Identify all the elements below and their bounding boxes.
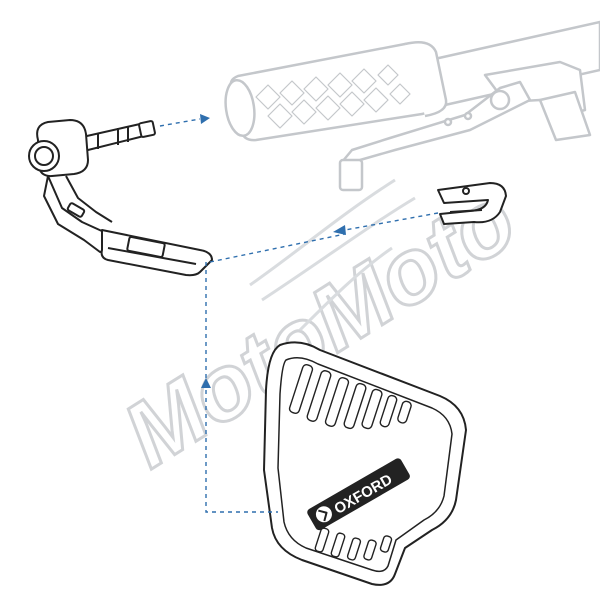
guide-bar-to-shield-horizontal bbox=[209, 233, 346, 263]
brake-lever bbox=[338, 60, 592, 192]
guide-arrowheads bbox=[200, 114, 346, 388]
vent-slots-top bbox=[288, 364, 412, 430]
hand-guard-shield: OXFORD bbox=[263, 341, 467, 586]
vent-slots-bottom bbox=[314, 527, 393, 561]
guide-bar-to-shield-vertical bbox=[205, 262, 278, 513]
arrow-up-icon bbox=[201, 378, 211, 388]
guide-spindle-to-grip bbox=[159, 118, 201, 127]
clamp-insert bbox=[437, 182, 507, 225]
lever-guard-bar bbox=[28, 119, 213, 277]
assembly-guides bbox=[159, 118, 439, 513]
arrow-right-icon bbox=[200, 114, 210, 124]
handlebar-grip bbox=[224, 20, 600, 142]
watermark-swoosh bbox=[249, 178, 416, 332]
shield-outline bbox=[263, 341, 467, 586]
arrow-left-icon bbox=[333, 225, 346, 235]
